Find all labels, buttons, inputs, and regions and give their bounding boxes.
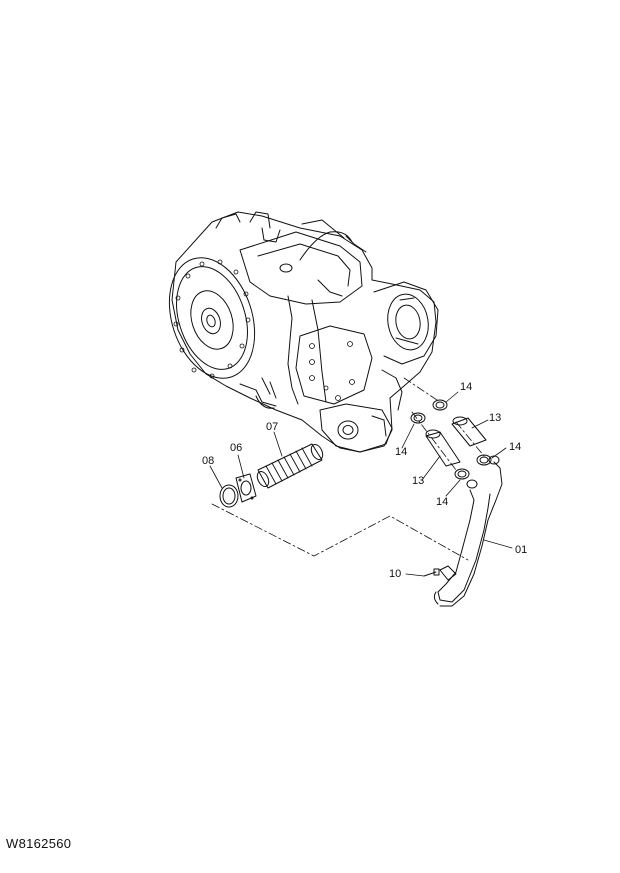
callout-13-lower: 13: [412, 475, 424, 487]
clamp-a: [432, 399, 448, 411]
clamp-b: [410, 412, 426, 424]
elbow-tube-upper: [451, 416, 487, 447]
elbow-tube-lower: [425, 429, 461, 467]
leader-lines: [209, 391, 513, 577]
callout-14-top: 14: [460, 381, 472, 393]
callout-01: 01: [515, 544, 527, 556]
callout-14-bottom: 14: [436, 496, 448, 508]
cooler-hose: [256, 443, 324, 489]
callout-14-right: 14: [509, 441, 521, 453]
pipe-assembly: [433, 455, 503, 607]
assembly-centerlines: [211, 377, 485, 561]
callout-10: 10: [389, 568, 401, 580]
gasket: [235, 473, 257, 503]
o-ring: [219, 484, 239, 508]
drawing-id: W8162560: [6, 836, 72, 851]
clamp-c: [476, 454, 492, 466]
callout-14-left: 14: [395, 446, 407, 458]
clamp-d: [454, 468, 470, 480]
callout-08: 08: [202, 455, 214, 467]
callout-06: 06: [230, 442, 242, 454]
bolt: [423, 568, 440, 577]
callout-07: 07: [266, 421, 278, 433]
callout-13-upper: 13: [489, 412, 501, 424]
transmission-assembly: [168, 211, 439, 453]
